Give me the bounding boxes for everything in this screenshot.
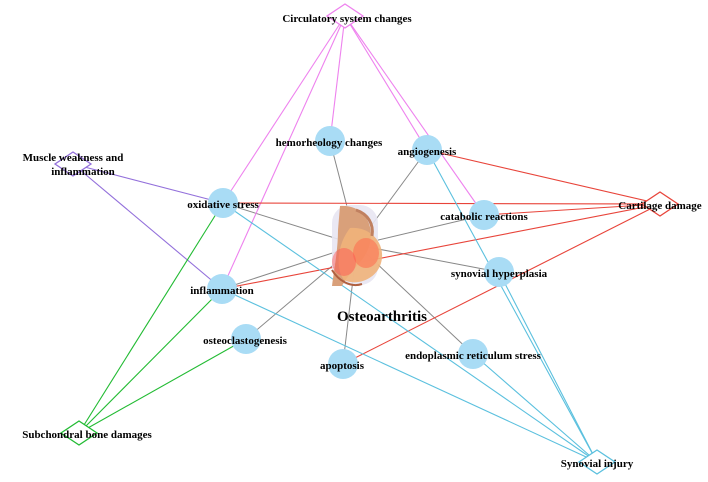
outcome-diamond xyxy=(53,151,93,177)
mechanism-node-label: angiogenesis xyxy=(398,146,457,158)
mechanism-node-apoptosis[interactable]: apoptosis xyxy=(320,349,365,379)
mechanism-node-circle xyxy=(484,257,514,287)
mechanism-node-er_stress[interactable]: endoplasmic reticulum stress xyxy=(405,339,542,369)
mechanism-node-circle xyxy=(469,200,499,230)
outcome-diamond xyxy=(577,449,617,475)
mechanism-node-label: endoplasmic reticulum stress xyxy=(405,350,542,362)
mechanism-node-catabolic[interactable]: catabolic reactions xyxy=(440,200,528,230)
mechanism-node-circle xyxy=(412,135,442,165)
outcome-label: Cartilage damage xyxy=(618,200,702,212)
outcome-link-cartilage-oxidative xyxy=(222,202,661,205)
outcome-node-subchondral[interactable]: Subchondral bone damages xyxy=(22,420,153,446)
outcome-link-synovial_inj-synovial_hyp xyxy=(498,271,598,463)
outcome-label: Circulatory system changes xyxy=(282,13,412,25)
center-label: Osteoarthritis xyxy=(337,309,427,325)
mechanism-node-label: oxidative stress xyxy=(187,199,259,211)
outcome-link-cartilage-inflammation xyxy=(221,203,661,290)
outcome-link-muscle-oxidative xyxy=(72,163,224,204)
outcome-link-muscle-inflammation xyxy=(72,163,223,290)
outcome-link-circulatory-inflammation xyxy=(221,15,346,290)
outcome-node-circulatory[interactable]: Circulatory system changes xyxy=(282,3,412,29)
mechanism-node-label: apoptosis xyxy=(320,360,365,372)
outcome-label: Subchondral bone damages xyxy=(22,429,152,441)
outcome-diamond xyxy=(59,420,99,446)
hub-link-catabolic xyxy=(356,214,485,246)
mechanism-node-circle xyxy=(458,339,488,369)
mechanism-nodes-layer: hemorheology changes angiogenesis oxidativ… xyxy=(187,126,548,379)
outcome-link-cartilage-catabolic xyxy=(483,203,661,216)
outcome-node-cartilage[interactable]: Cartilage damage xyxy=(618,191,702,217)
outcome-diamond xyxy=(640,191,680,217)
outcome-link-circulatory-catabolic xyxy=(344,15,485,216)
mechanism-node-synovial_hyp[interactable]: synovial hyperplasia xyxy=(451,257,548,287)
outcome-link-subchondral-inflammation xyxy=(78,288,223,434)
mechanism-node-angiogenesis[interactable]: angiogenesis xyxy=(398,135,457,165)
outcome-link-synovial_inj-inflammation xyxy=(221,288,598,463)
mechanism-node-circle xyxy=(315,126,345,156)
mechanism-node-circle xyxy=(231,324,261,354)
mechanism-node-label: osteoclastogenesis xyxy=(203,335,287,347)
mechanism-node-oxidative[interactable]: oxidative stress xyxy=(187,188,260,218)
mechanism-node-circle xyxy=(207,274,237,304)
mechanism-node-label: synovial hyperplasia xyxy=(451,268,548,280)
mechanism-node-circle xyxy=(328,349,358,379)
outcome-diamond xyxy=(325,3,365,29)
mechanism-node-label: catabolic reactions xyxy=(440,211,528,223)
outcome-link-subchondral-osteoclasto xyxy=(78,338,247,434)
outcome-link-circulatory-oxidative xyxy=(222,15,346,204)
mechanism-node-circle xyxy=(208,188,238,218)
outcome-link-synovial_inj-angiogenesis xyxy=(426,149,598,463)
outcome-link-subchondral-oxidative xyxy=(78,202,224,434)
outcome-link-cartilage-angiogenesis xyxy=(426,149,661,205)
knee-joint-illustration xyxy=(331,205,383,286)
outcome-link-circulatory-angiogenesis xyxy=(344,15,428,151)
outcome-link-circulatory-hemorheology xyxy=(329,15,346,142)
outcome-link-synovial_inj-er_stress xyxy=(472,353,598,463)
outcome-node-synovial_inj[interactable]: Synovial injury xyxy=(561,449,634,475)
outcome-link-synovial_inj-oxidative xyxy=(222,202,598,463)
mechanism-node-hemorheology[interactable]: hemorheology changes xyxy=(276,126,383,156)
outcome-label: Synovial injury xyxy=(561,458,634,470)
mechanism-node-label: hemorheology changes xyxy=(276,137,383,149)
mechanism-node-inflammation[interactable]: inflammation xyxy=(190,274,254,304)
mechanism-node-osteoclasto[interactable]: osteoclastogenesis xyxy=(203,324,288,354)
mechanism-node-label: inflammation xyxy=(190,285,254,297)
